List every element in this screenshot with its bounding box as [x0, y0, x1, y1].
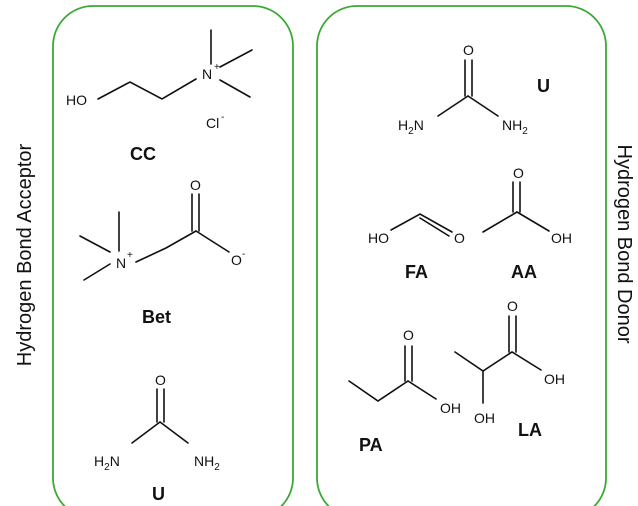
acetic-hydroxyl-label: OH [551, 230, 572, 246]
lactic-acid-hydroxyl: OH [544, 371, 565, 387]
acetic-carbonyl-oxygen: O [513, 165, 524, 181]
betaine-nitrogen-charge: + [127, 250, 133, 261]
lactic-acid-structure: O OH OH [454, 298, 565, 426]
bet-name: Bet [142, 307, 171, 327]
propionic-carbonyl-oxygen: O [403, 327, 414, 343]
chloride-label: Cl [206, 115, 219, 131]
nitrogen-charge: + [214, 62, 220, 73]
betaine-structure: N + O O - [79, 177, 245, 281]
u-name-left: U [152, 484, 165, 504]
propionic-acid-structure: O OH [348, 327, 461, 416]
aa-name: AA [511, 262, 537, 282]
hydroxyl-label: HO [66, 92, 87, 108]
urea-donor-amine-right: NH2 [502, 117, 528, 137]
lactic-carbonyl-oxygen: O [507, 298, 518, 314]
betaine-oxygen-charge: - [242, 249, 245, 260]
urea-donor-amine-left: H2N [398, 117, 424, 137]
urea-acceptor-amine-left: H2N [94, 453, 120, 473]
formic-oxygen-label: O [454, 230, 465, 246]
la-name: LA [518, 420, 542, 440]
acetic-acid-structure: O OH [482, 165, 572, 246]
urea-acceptor-amine-right: NH2 [194, 453, 220, 473]
urea-acceptor-structure: O H2N NH2 [94, 372, 220, 473]
nitrogen-label: N [202, 66, 212, 82]
lactic-alcohol-hydroxyl: OH [474, 410, 495, 426]
choline-chloride-structure: HO N + Cl - [66, 29, 253, 131]
propionic-hydroxyl-label: OH [440, 400, 461, 416]
betaine-carbonyl-oxygen: O [190, 177, 201, 193]
urea-acceptor-oxygen: O [155, 372, 166, 388]
u-name-right: U [537, 76, 550, 96]
formic-acid-structure: HO O [368, 213, 465, 246]
betaine-carboxylate-oxygen: O [231, 252, 242, 268]
formic-hydroxyl-label: HO [368, 230, 389, 246]
donor-panel [316, 5, 607, 506]
urea-donor-oxygen: O [463, 42, 474, 58]
cc-name: CC [130, 144, 156, 164]
hydrogen-bond-acceptor-label: Hydrogen Bond Acceptor [14, 143, 36, 366]
betaine-nitrogen-label: N [116, 255, 126, 271]
chloride-charge: - [221, 112, 224, 123]
fa-name: FA [405, 262, 428, 282]
acceptor-panel [52, 5, 294, 506]
pa-name: PA [359, 435, 383, 455]
hydrogen-bond-donor-label: Hydrogen Bond Donor [613, 144, 635, 343]
urea-donor-structure: O H2N NH2 [398, 42, 528, 137]
